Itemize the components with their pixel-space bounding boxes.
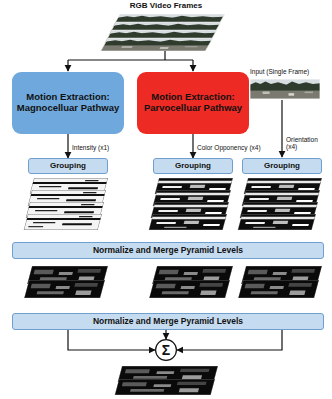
node-text: Grouping bbox=[175, 161, 211, 170]
split-wire bbox=[68, 51, 193, 60]
merge-band: Normalize and Merge Pyramid Levels bbox=[12, 313, 324, 330]
input-arrow bbox=[67, 60, 68, 71]
flow-arrow bbox=[68, 330, 155, 350]
video-frame bbox=[100, 38, 213, 51]
flow-arrow bbox=[177, 330, 282, 350]
node-text: Motion Extraction: Magnocelluar Pathway bbox=[16, 92, 120, 114]
flow-arrow bbox=[67, 134, 68, 158]
node-text: Motion Extraction: Parvocelluar Pathway bbox=[141, 92, 245, 114]
input-arrow bbox=[192, 60, 193, 71]
node-text: Σ bbox=[162, 342, 170, 358]
feature-map bbox=[238, 214, 316, 230]
input-arrow bbox=[281, 100, 282, 157]
grouping-box: Grouping bbox=[28, 158, 108, 174]
saliency-output bbox=[115, 366, 218, 395]
grouping-box: Grouping bbox=[153, 158, 233, 174]
annotation-label: RGB Video Frames bbox=[106, 1, 226, 10]
node-text: Normalize and Merge Pyramid Levels bbox=[93, 246, 243, 256]
annotation-label: Orientation (x4) bbox=[286, 136, 328, 151]
grouped-maps bbox=[24, 178, 322, 230]
sum-circle: Σ bbox=[155, 339, 177, 361]
feature-map bbox=[24, 214, 102, 230]
merged-maps bbox=[24, 266, 322, 298]
annotation-label: Input (Single Frame) bbox=[250, 68, 330, 75]
annotation-label: Color Opponency (x4) bbox=[197, 144, 279, 151]
node-text: Grouping bbox=[50, 161, 86, 170]
node-text: Grouping bbox=[264, 161, 300, 170]
video-frame bbox=[250, 79, 320, 99]
node-text: Normalize and Merge Pyramid Levels bbox=[93, 317, 243, 327]
saliency-map bbox=[115, 379, 215, 395]
feature-map bbox=[24, 280, 105, 298]
sum-circle-shape bbox=[156, 340, 177, 361]
process-box: Motion Extraction: Magnocelluar Pathway bbox=[12, 72, 124, 134]
grouping-box: Grouping bbox=[242, 158, 322, 174]
rgb-frame-stack bbox=[100, 14, 225, 51]
process-box: Motion Extraction: Parvocelluar Pathway bbox=[137, 72, 249, 134]
merge-band: Normalize and Merge Pyramid Levels bbox=[12, 242, 324, 259]
annotation-label: Intensity (x1) bbox=[72, 144, 132, 151]
input-frame bbox=[250, 79, 320, 99]
flow-arrow bbox=[165, 330, 166, 339]
feature-map bbox=[238, 280, 319, 298]
feature-map bbox=[149, 280, 230, 298]
flow-arrow bbox=[192, 134, 193, 158]
feature-map bbox=[149, 214, 227, 230]
